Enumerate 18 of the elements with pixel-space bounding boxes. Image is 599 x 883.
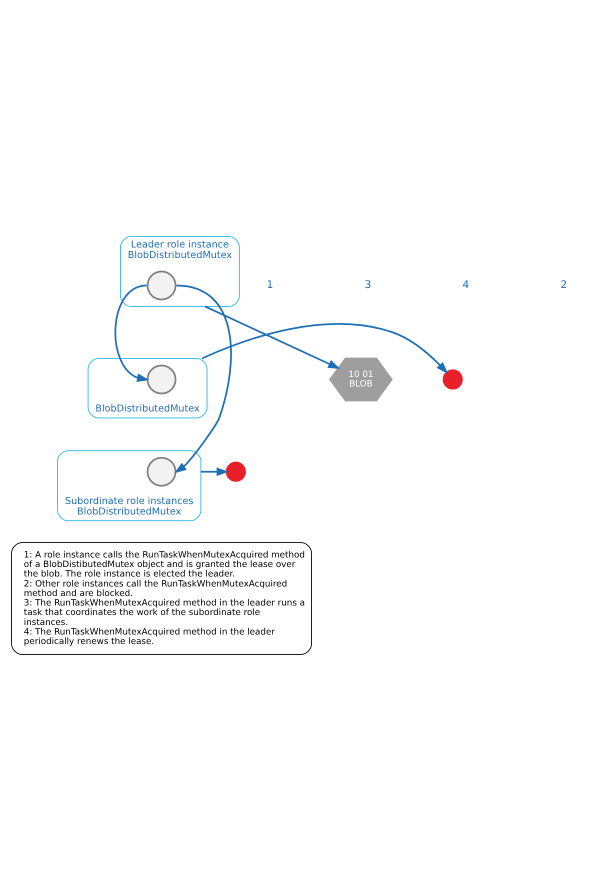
node-circle bbox=[146, 456, 176, 486]
node-circle bbox=[226, 461, 246, 482]
arrow bbox=[204, 305, 340, 369]
arrow bbox=[202, 322, 448, 374]
cluster: BlobDistributedMutex bbox=[88, 358, 208, 418]
arrow bbox=[200, 466, 229, 476]
label: 4 bbox=[462, 278, 470, 291]
node-circle bbox=[146, 364, 176, 394]
label: 1 bbox=[266, 278, 274, 291]
arrow bbox=[174, 284, 232, 473]
label: 2 bbox=[560, 278, 568, 291]
label: 3 bbox=[364, 278, 372, 291]
node-box: 1: A role instance calls the RunTaskWhenMutexAcquired method of a BlobDistibutedMutex object and is granted the lease over the blob. The role instance is elected the leader. 2: Other role instances call the RunTaskWhenMutexAcquired method and are blocked. 3: The RunTaskWhenMutexAcquired method in the leader runs a task that coordinates the work of the subordinate role instances. 4: The RunTaskWhenMutexAcquired method in the leader periodically renews the lease. bbox=[11, 542, 312, 654]
node-circle bbox=[146, 270, 176, 300]
cluster: Leader role instance BlobDistributedMutex bbox=[120, 236, 240, 306]
cluster: Subordinate role instances BlobDistributedMutex bbox=[57, 450, 202, 521]
arrow bbox=[114, 284, 150, 382]
node-circle bbox=[442, 368, 463, 390]
